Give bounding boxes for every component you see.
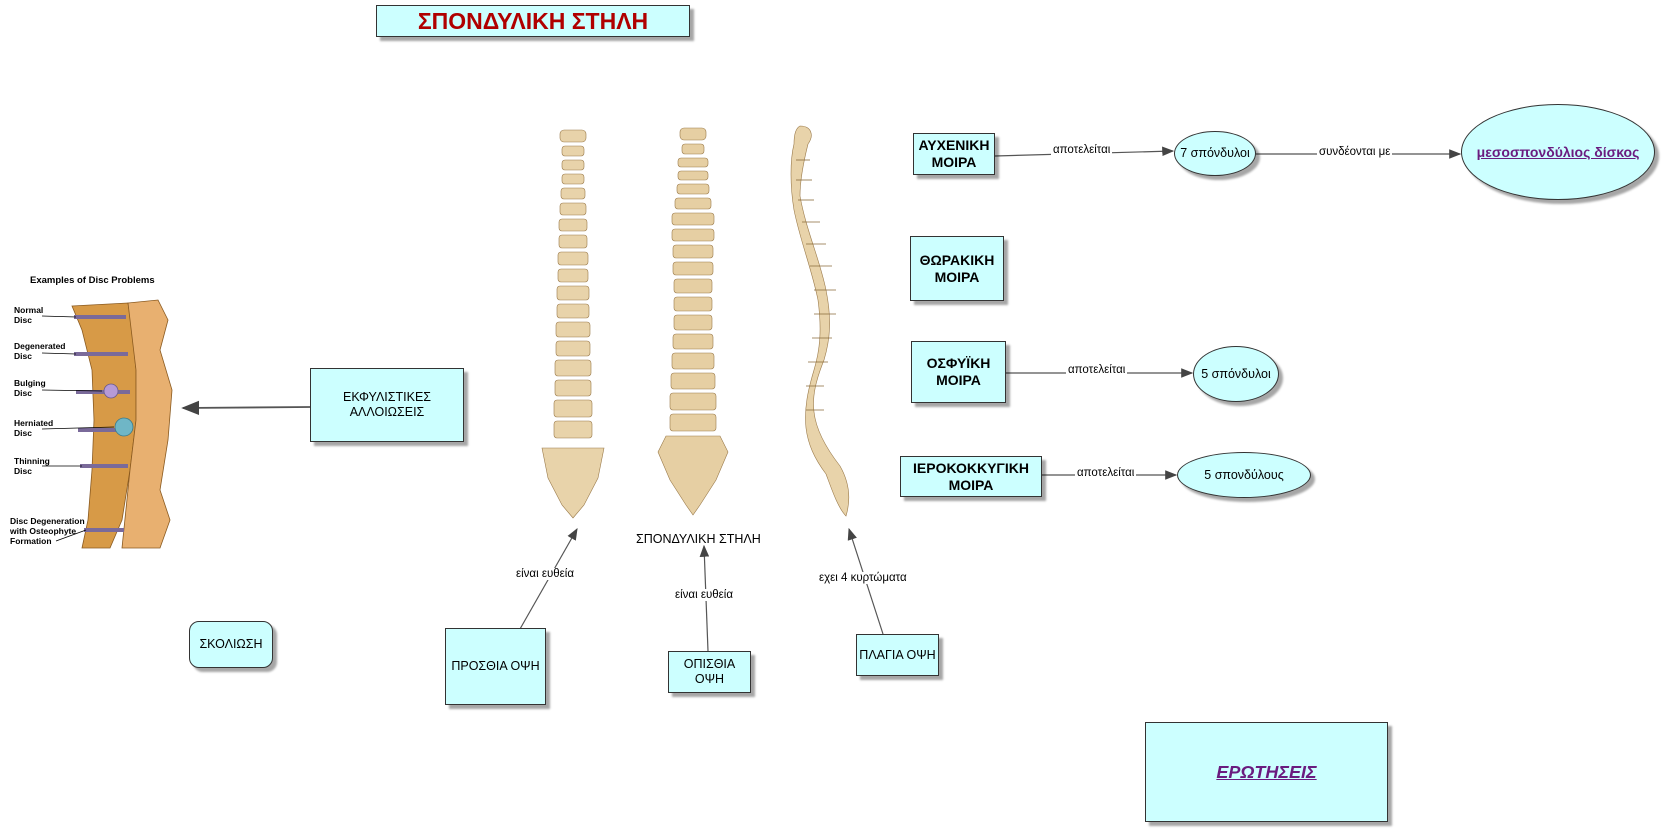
disc-link[interactable]: μεσοσπονδύλιος δίσκος [1476, 144, 1640, 160]
page-title: ΣΠΟΝΔΥΛΙΚΗ ΣΤΗΛΗ [376, 5, 690, 37]
spine-lateral-illustration [790, 125, 850, 517]
link-label-straight-2: είναι ευθεία [673, 589, 735, 601]
node-sacral[interactable]: ΙΕΡΟΚΟΚΚΥΓΙΚΗ ΜΟΙΡΑ [900, 456, 1042, 497]
edge-degenerative-image [181, 400, 311, 416]
disc-problems-illustration [41, 299, 173, 549]
disc-label-bulging: Bulging Disc [14, 378, 46, 398]
node-cervical[interactable]: ΑΥΧΕΝΙΚΗ ΜΟΙΡΑ [913, 133, 995, 175]
link-label-consists-3: αποτελείται [1075, 467, 1137, 479]
link-label-curves: εχει 4 κυρτώματα [817, 572, 909, 584]
spine-posterior-illustration [657, 127, 729, 516]
link-label-connected: συνδέονται με [1317, 146, 1393, 158]
disc-label-herniated: Herniated Disc [14, 418, 54, 438]
node-anterior-label: ΠΡΟΣΘΙΑ ΟΨΗ [451, 659, 540, 673]
node-thoracic-label: ΘΩΡΑΚΙΚΗ ΜΟΙΡΑ [919, 251, 995, 285]
disc-label-degenerated: Degenerated Disc [14, 341, 66, 361]
spine-anterior-illustration [541, 129, 605, 519]
disc-label-thinning: Thinning Disc [14, 456, 50, 476]
node-lateral-label: ΠΛΑΓΙΑ ΟΨΗ [859, 647, 936, 662]
node-degenerative[interactable]: ΕΚΦΥΛΙΣΤΙΚΕΣ ΑΛΛΟΙΩΣΕΙΣ [310, 368, 464, 442]
link-label-straight-1: είναι ευθεία [514, 568, 576, 580]
spine-caption: ΣΠΟΝΔΥΛΙΚΗ ΣΤΗΛΗ [636, 532, 761, 546]
node-cervical-count-label: 7 σπόνδυλοι [1180, 146, 1250, 160]
link-label-consists-1: αποτελείται [1051, 144, 1113, 156]
node-lumbar-count-label: 5 σπόνδυλοι [1201, 366, 1271, 381]
node-cervical-count[interactable]: 7 σπόνδυλοι [1174, 131, 1256, 176]
node-lumbar-count[interactable]: 5 σπόνδυλοι [1193, 346, 1279, 402]
node-sacral-count[interactable]: 5 σπονδύλους [1177, 452, 1311, 498]
node-posterior[interactable]: ΟΠΙΣΘΙΑ ΟΨΗ [668, 651, 751, 693]
node-posterior-label: ΟΠΙΣΘΙΑ ΟΨΗ [683, 657, 736, 686]
node-lumbar-label: ΟΣΦΥΪΚΗ ΜΟΙΡΑ [926, 355, 991, 388]
node-scoliosis-label: ΣΚΟΛΙΩΣΗ [199, 637, 263, 651]
node-thoracic[interactable]: ΘΩΡΑΚΙΚΗ ΜΟΙΡΑ [910, 236, 1004, 301]
disc-label-osteophyte: Disc Degeneration with Osteophyte Format… [10, 516, 85, 546]
questions-link[interactable]: ΕΡΩΤΗΣΕΙΣ [1216, 761, 1317, 782]
disc-image-title: Examples of Disc Problems [30, 275, 155, 286]
node-cervical-label: ΑΥΧΕΝΙΚΗ ΜΟΙΡΑ [918, 137, 990, 170]
node-questions[interactable]: ΕΡΩΤΗΣΕΙΣ [1145, 722, 1388, 822]
node-lumbar[interactable]: ΟΣΦΥΪΚΗ ΜΟΙΡΑ [911, 341, 1006, 403]
node-scoliosis[interactable]: ΣΚΟΛΙΩΣΗ [189, 621, 273, 668]
spine-lateral-discs [796, 159, 836, 411]
node-degenerative-label: ΕΚΦΥΛΙΣΤΙΚΕΣ ΑΛΛΟΙΩΣΕΙΣ [342, 390, 432, 419]
node-sacral-label: ΙΕΡΟΚΟΚΚΥΓΙΚΗ ΜΟΙΡΑ [913, 459, 1029, 493]
node-anterior[interactable]: ΠΡΟΣΘΙΑ ΟΨΗ [445, 628, 546, 705]
node-disc[interactable]: μεσοσπονδύλιος δίσκος [1461, 104, 1655, 200]
link-label-consists-2: αποτελείται [1066, 364, 1128, 376]
node-lateral[interactable]: ΠΛΑΓΙΑ ΟΨΗ [856, 634, 939, 676]
disc-label-normal: Normal Disc [14, 305, 44, 325]
node-sacral-count-label: 5 σπονδύλους [1204, 467, 1284, 482]
